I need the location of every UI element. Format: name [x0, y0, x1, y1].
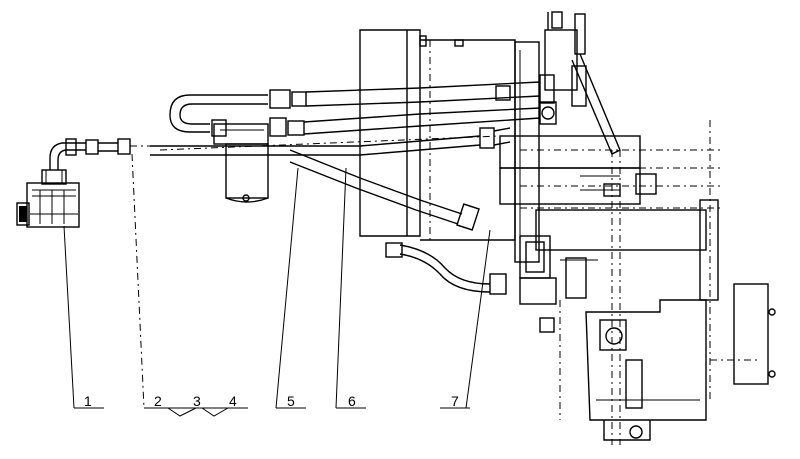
filter-unit [213, 123, 269, 203]
callout-7: 7 [451, 393, 459, 409]
middle-pipe [211, 101, 557, 137]
callout-3: 3 [193, 393, 201, 409]
callout-6: 6 [348, 393, 356, 409]
pipe-line-left [49, 138, 160, 170]
callout-labels: 1 2 3 4 5 6 7 [84, 393, 459, 409]
callout-4: 4 [229, 393, 237, 409]
right-frame [499, 11, 720, 445]
callout-5: 5 [287, 393, 295, 409]
callout-2: 2 [154, 393, 162, 409]
lower-gearbox [539, 283, 776, 441]
diagonal-hose [289, 149, 507, 295]
valve-block [16, 169, 80, 228]
main-housing [359, 29, 540, 263]
leader-lines [63, 153, 491, 417]
callout-1: 1 [84, 393, 92, 409]
